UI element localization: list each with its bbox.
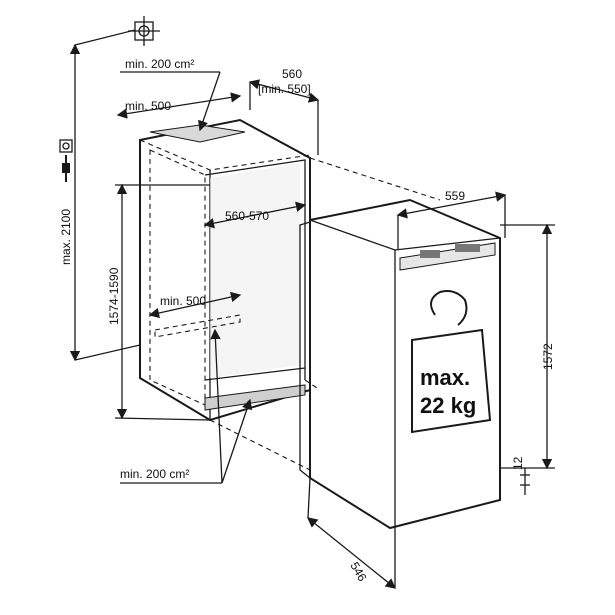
bottom-vent-leader-1 <box>210 328 223 484</box>
height-range-label: 1574-1590 <box>107 267 121 325</box>
crosshair-leader <box>74 29 136 46</box>
small-gap-label: 12 <box>511 456 525 470</box>
appliance <box>299 198 501 530</box>
bottom-vent-leader-2 <box>221 398 253 484</box>
top-vent-label: min. 200 cm² <box>125 57 194 71</box>
max-height-label: max. 2100 <box>59 209 73 265</box>
power-socket-icon <box>59 139 73 153</box>
top-min-width-label: min. 500 <box>125 99 171 113</box>
depth-top-label: 560 <box>282 67 302 81</box>
max-height-ext <box>74 344 141 361</box>
unit-height-label: 1572 <box>541 343 555 370</box>
bottom-min-width-label: min. 500 <box>160 294 206 308</box>
unit-width-label: 559 <box>445 189 465 203</box>
depth-top-min-label: [min. 550] <box>258 82 311 96</box>
weight-icon <box>411 290 492 434</box>
inner-width-dim <box>203 201 307 229</box>
guide-bottom <box>209 419 311 471</box>
plug-icon <box>62 155 70 182</box>
bottom-vent-label: min. 200 cm² <box>120 467 189 481</box>
depth-top-dim <box>248 79 320 103</box>
guide-mid <box>304 379 321 391</box>
unit-depth-dim <box>306 517 397 589</box>
inner-width-label: 560-570 <box>225 209 269 223</box>
top-min-width-dim <box>116 92 242 119</box>
unit-depth-label: 546 <box>347 560 369 585</box>
bottom-min-width-dim <box>148 291 242 319</box>
weight-line2: 22 kg <box>420 393 476 418</box>
niche <box>139 118 311 422</box>
guide-top <box>309 157 441 201</box>
weight-line1: max. <box>420 365 470 390</box>
unit-width-dim <box>396 191 507 219</box>
